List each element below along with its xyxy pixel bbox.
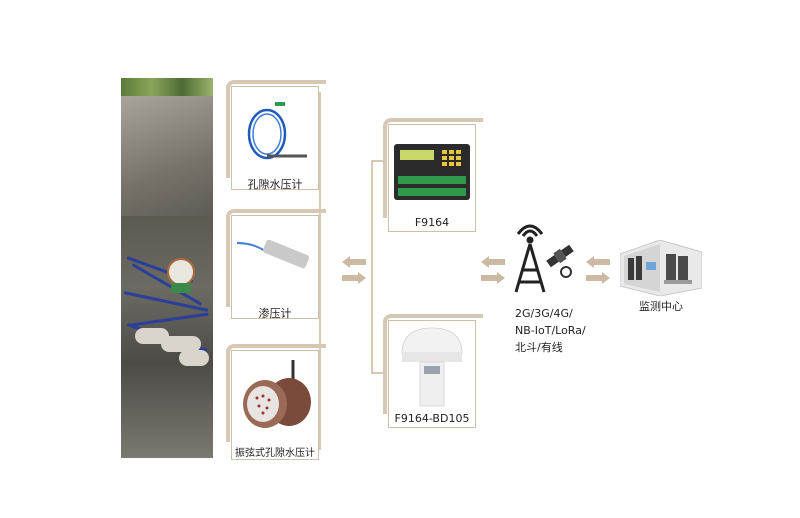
- piezometer-cable-icon: [247, 102, 307, 160]
- control-room-icon: [620, 240, 702, 296]
- device-label: F9164: [414, 216, 450, 229]
- sensor-label: 渗压计: [258, 307, 292, 320]
- device-card-f9164: F9164: [383, 118, 483, 232]
- signal-tower-satellite-icon: [514, 224, 574, 293]
- network-types: 2G/3G/4G/ NB-IoT/LoRa/ 北斗/有线: [515, 305, 586, 356]
- network-line: NB-IoT/LoRa/: [515, 324, 586, 337]
- device-card-f9164-bd105: F9164-BD105: [383, 314, 483, 428]
- beidou-terminal-icon: [401, 327, 463, 407]
- sensor-card-vibrating-wire-piezometer: 振弦式孔隙水压计: [226, 344, 326, 460]
- arrow-right-icon: [481, 272, 505, 284]
- monitoring-center-label: 监测中心: [639, 300, 683, 313]
- sensor-label: 孔隙水压计: [247, 178, 303, 191]
- arrow-right-icon: [586, 272, 610, 284]
- arrow-left-icon: [342, 256, 366, 268]
- arrow-left-icon: [481, 256, 505, 268]
- arrow-right-icon: [342, 272, 366, 284]
- sensor-card-seepage-gauge: 渗压计: [226, 209, 326, 320]
- sensor-card-piezometer: 孔隙水压计: [226, 80, 326, 191]
- sensor-label: 振弦式孔隙水压计: [235, 448, 315, 459]
- device-label: F9164-BD105: [394, 412, 470, 425]
- site-photo: [121, 78, 213, 458]
- vibrating-wire-piezometer-icon: [243, 360, 311, 428]
- arrow-left-icon: [586, 256, 610, 268]
- network-line: 2G/3G/4G/: [515, 307, 573, 320]
- data-logger-icon: [394, 144, 470, 200]
- network-line: 北斗/有线: [515, 341, 563, 354]
- seepage-gauge-icon: [236, 239, 310, 269]
